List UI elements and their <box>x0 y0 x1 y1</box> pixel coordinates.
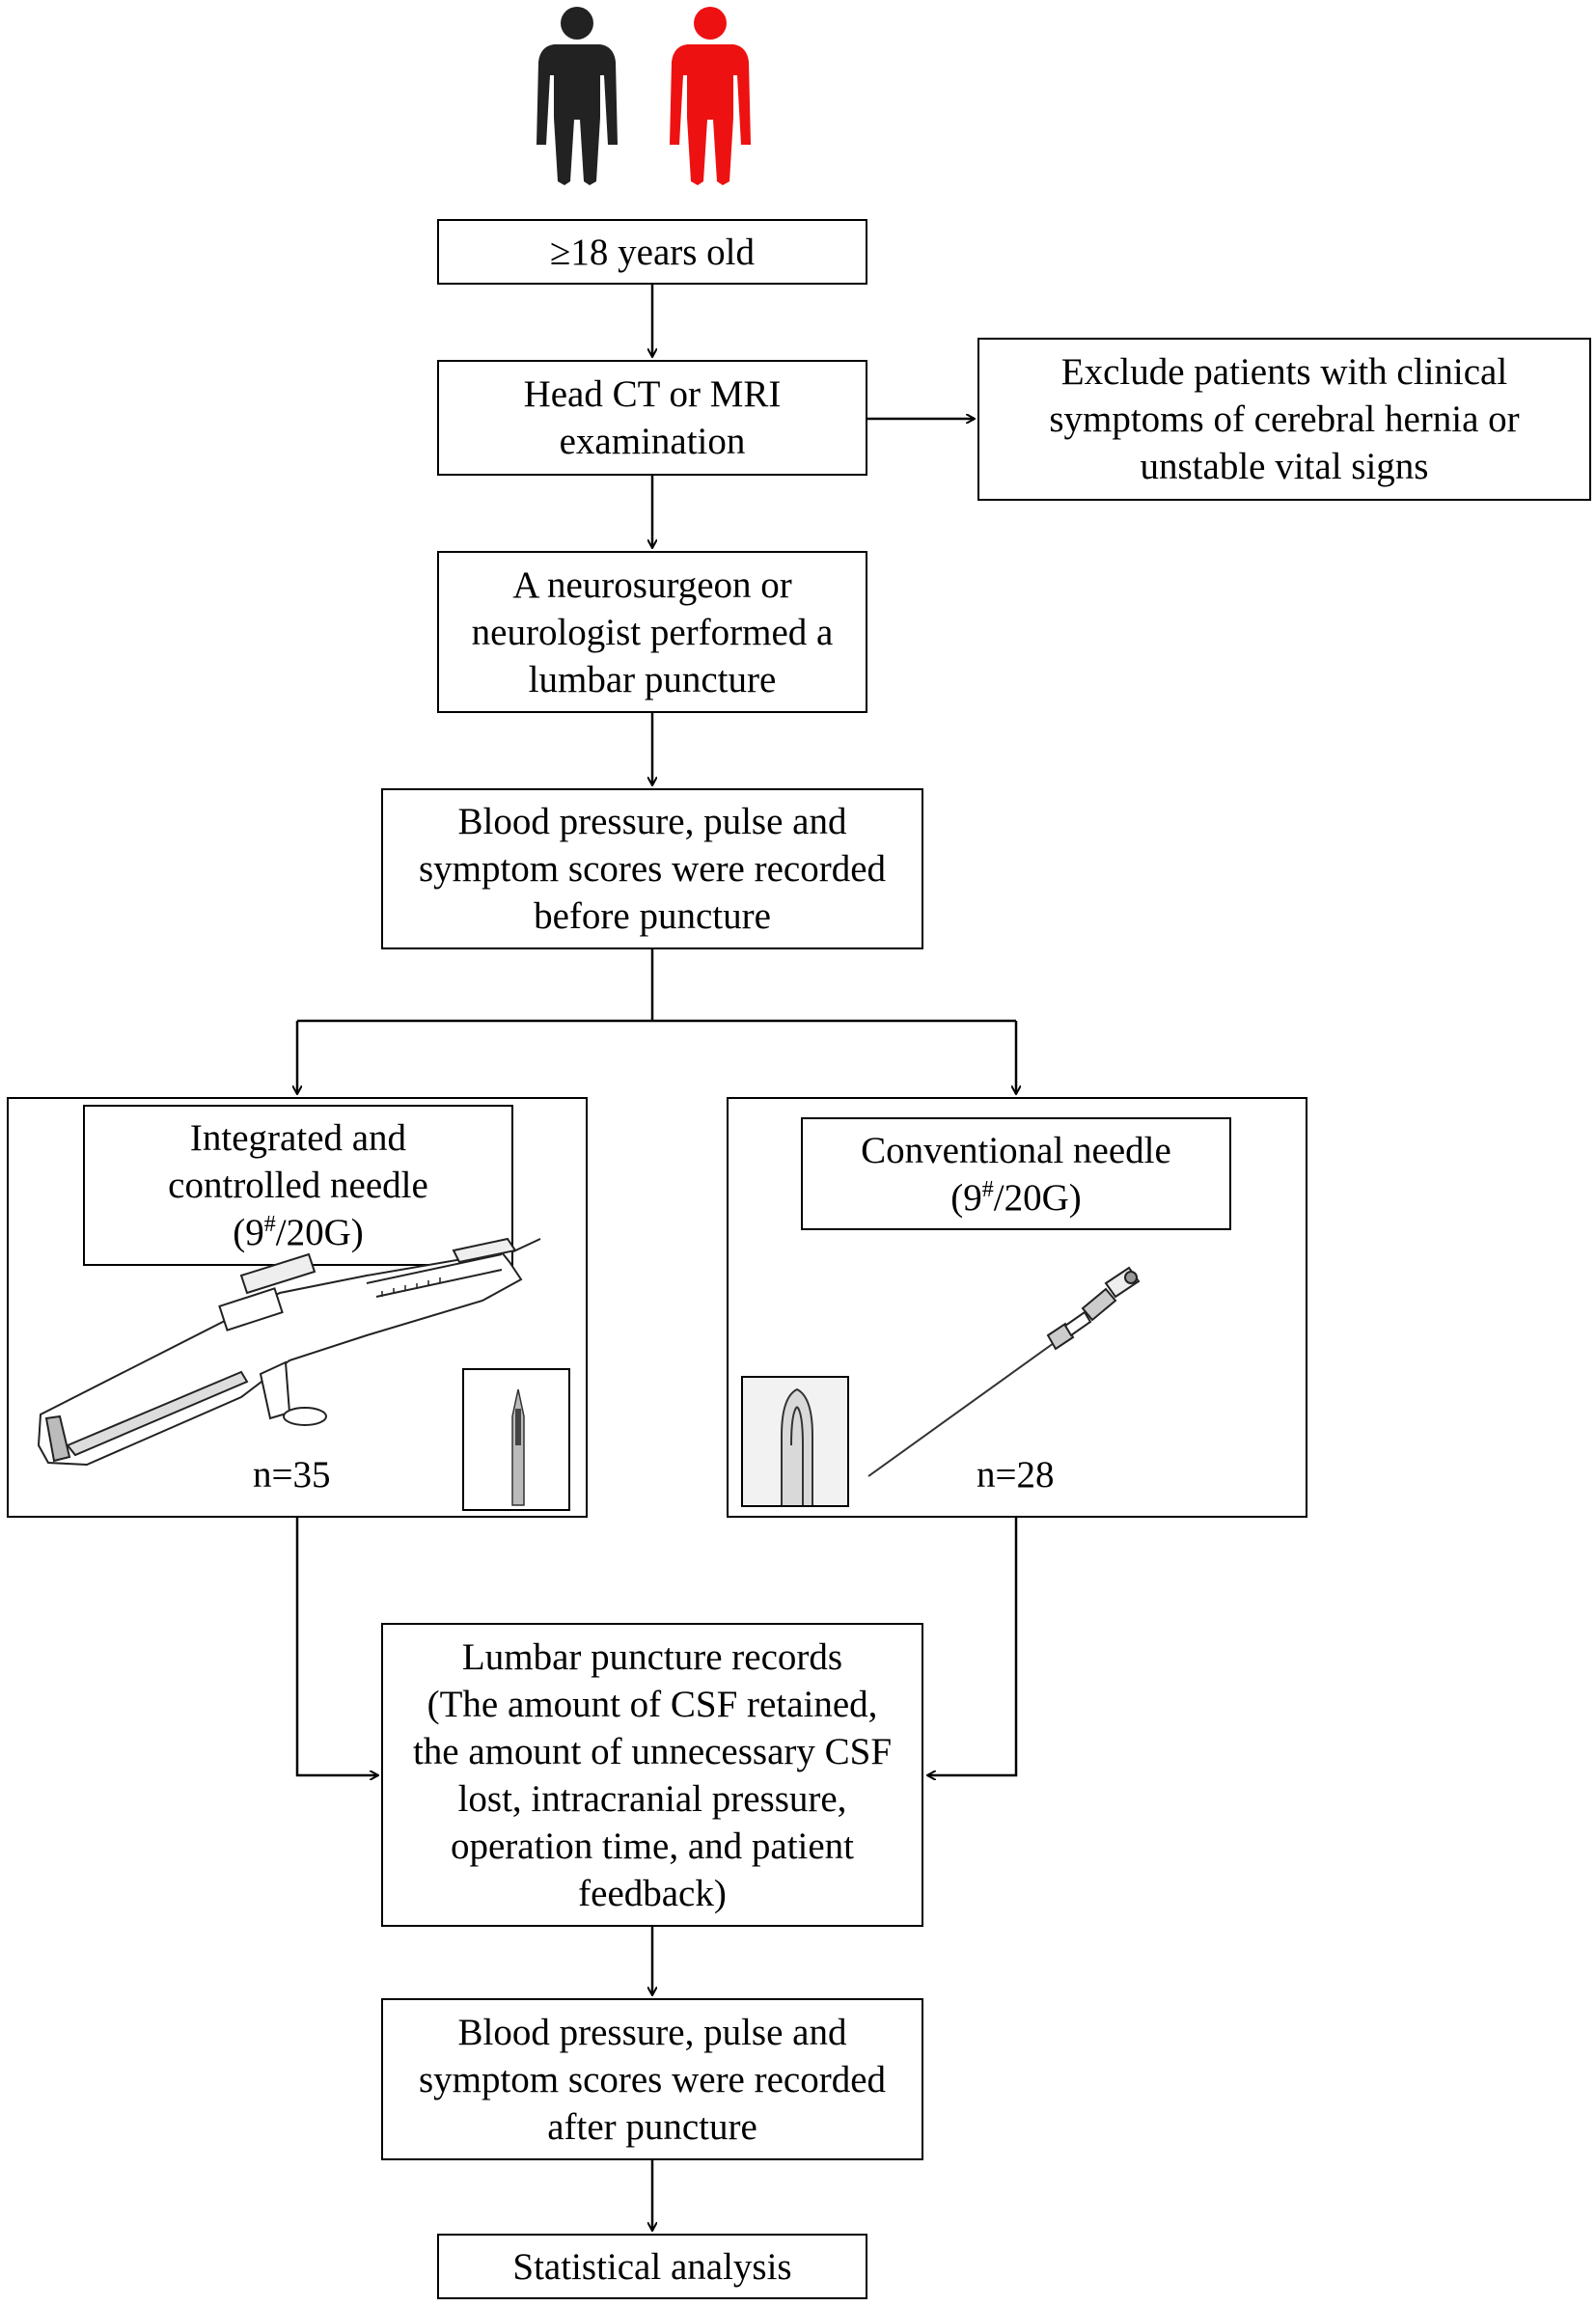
step-puncture-line-1: A neurosurgeon or <box>512 563 792 606</box>
records-line-2: (The amount of CSF retained, <box>427 1683 878 1725</box>
group-panel-conventional <box>727 1097 1307 1518</box>
step-exclusion-line-3: unstable vital signs <box>1140 446 1429 487</box>
group-title-integrated: Integrated and controlled needle (9#/20G… <box>83 1105 513 1266</box>
step-after-line-1: Blood pressure, pulse and <box>457 2011 847 2053</box>
records-line-1: Lumbar puncture records <box>461 1635 843 1678</box>
branch-split-line <box>297 948 1016 1023</box>
step-exclusion-line-1: Exclude patients with clinical <box>1060 351 1508 393</box>
integrated-sample-size: n=35 <box>253 1454 331 1496</box>
records-line-6: feedback) <box>578 1872 727 1914</box>
step-before-line-2: symptom scores were recorded <box>418 848 887 890</box>
step-before-line-3: before puncture <box>534 895 771 937</box>
step-before-puncture: Blood pressure, pulse and symptom scores… <box>381 788 923 949</box>
conventional-title-line-1: Conventional needle <box>861 1129 1171 1171</box>
integrated-title-line-1: Integrated and <box>189 1117 407 1159</box>
step-age-line-1: ≥18 years old <box>549 231 756 273</box>
step-before-line-1: Blood pressure, pulse and <box>457 801 847 842</box>
records-line-5: operation time, and patient <box>450 1825 855 1867</box>
step-exclusion: Exclude patients with clinical symptoms … <box>977 338 1591 501</box>
conventional-sample-size: n=28 <box>977 1454 1055 1496</box>
step-statistical-analysis: Statistical analysis <box>437 2234 867 2299</box>
step-after-line-2: symptom scores were recorded <box>418 2058 887 2100</box>
needle-tip-icon <box>781 1387 813 1505</box>
step-imaging-line-2: examination <box>559 421 746 462</box>
conventional-needle-size: (9#/20G) <box>950 1176 1082 1219</box>
step-age-criteria: ≥18 years old <box>437 219 867 285</box>
step-puncture-line-3: lumbar puncture <box>528 658 777 700</box>
step-exclusion-line-2: symptoms of cerebral hernia or <box>1049 398 1520 440</box>
step-lumbar-puncture-records: Lumbar puncture records (The amount of C… <box>381 1623 923 1927</box>
arrow-integrated-to-records <box>295 1516 378 1775</box>
records-line-3: the amount of unnecessary CSF <box>412 1730 893 1772</box>
step-after-line-3: after puncture <box>547 2105 757 2148</box>
conventional-needle-tip-inset <box>741 1376 849 1507</box>
step-imaging: Head CT or MRI examination <box>437 360 867 476</box>
group-panel-integrated <box>7 1097 588 1518</box>
group-title-conventional: Conventional needle (9#/20G) <box>801 1117 1231 1230</box>
records-line-4: lost, intracranial pressure, <box>457 1777 847 1820</box>
step-stats-line-1: Statistical analysis <box>512 2245 792 2288</box>
integrated-needle-size: (9#/20G) <box>233 1212 364 1253</box>
integrated-needle-tip-inset <box>462 1368 570 1511</box>
needle-tip-icon <box>511 1388 525 1506</box>
step-after-puncture: Blood pressure, pulse and symptom scores… <box>381 1998 923 2160</box>
step-imaging-line-1: Head CT or MRI <box>523 373 782 415</box>
arrow-conventional-to-records <box>927 1516 1018 1775</box>
step-lumbar-puncture: A neurosurgeon or neurologist performed … <box>437 551 867 713</box>
integrated-title-line-2: controlled needle <box>168 1165 428 1206</box>
step-puncture-line-2: neurologist performed a <box>471 611 834 653</box>
